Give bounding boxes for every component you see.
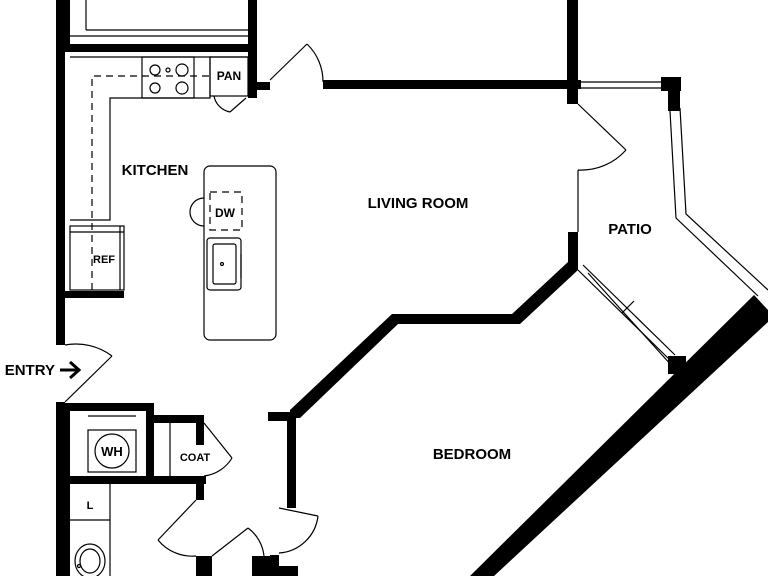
doors: [64, 43, 627, 557]
refrigerator-label: REF: [93, 254, 115, 266]
windows: [70, 0, 768, 367]
patio-label: PATIO: [608, 221, 652, 238]
kitchen-island: DW: [189, 165, 277, 341]
water-heater-label: WH: [101, 444, 123, 459]
refrigerator: REF: [69, 225, 125, 291]
coat-closet: COAT: [169, 423, 211, 476]
bathroom-sink-icon: [74, 543, 106, 576]
dishwasher-label: DW: [215, 206, 236, 220]
coat-closet-label: COAT: [180, 452, 211, 464]
living-room-label: LIVING ROOM: [368, 195, 469, 212]
stove-icon: [141, 56, 195, 99]
pantry: PAN: [209, 56, 249, 97]
linen-closet: L: [70, 484, 111, 576]
entry-label: ENTRY: [5, 362, 55, 379]
kitchen-label: KITCHEN: [122, 162, 189, 179]
water-heater: WH: [87, 415, 137, 473]
walls: [56, 0, 768, 576]
arrow-right-icon: [60, 360, 82, 380]
pantry-label: PAN: [217, 69, 241, 83]
sink-icon: [206, 237, 242, 291]
bedroom-label: BEDROOM: [433, 446, 511, 463]
linen-label: L: [87, 500, 94, 512]
